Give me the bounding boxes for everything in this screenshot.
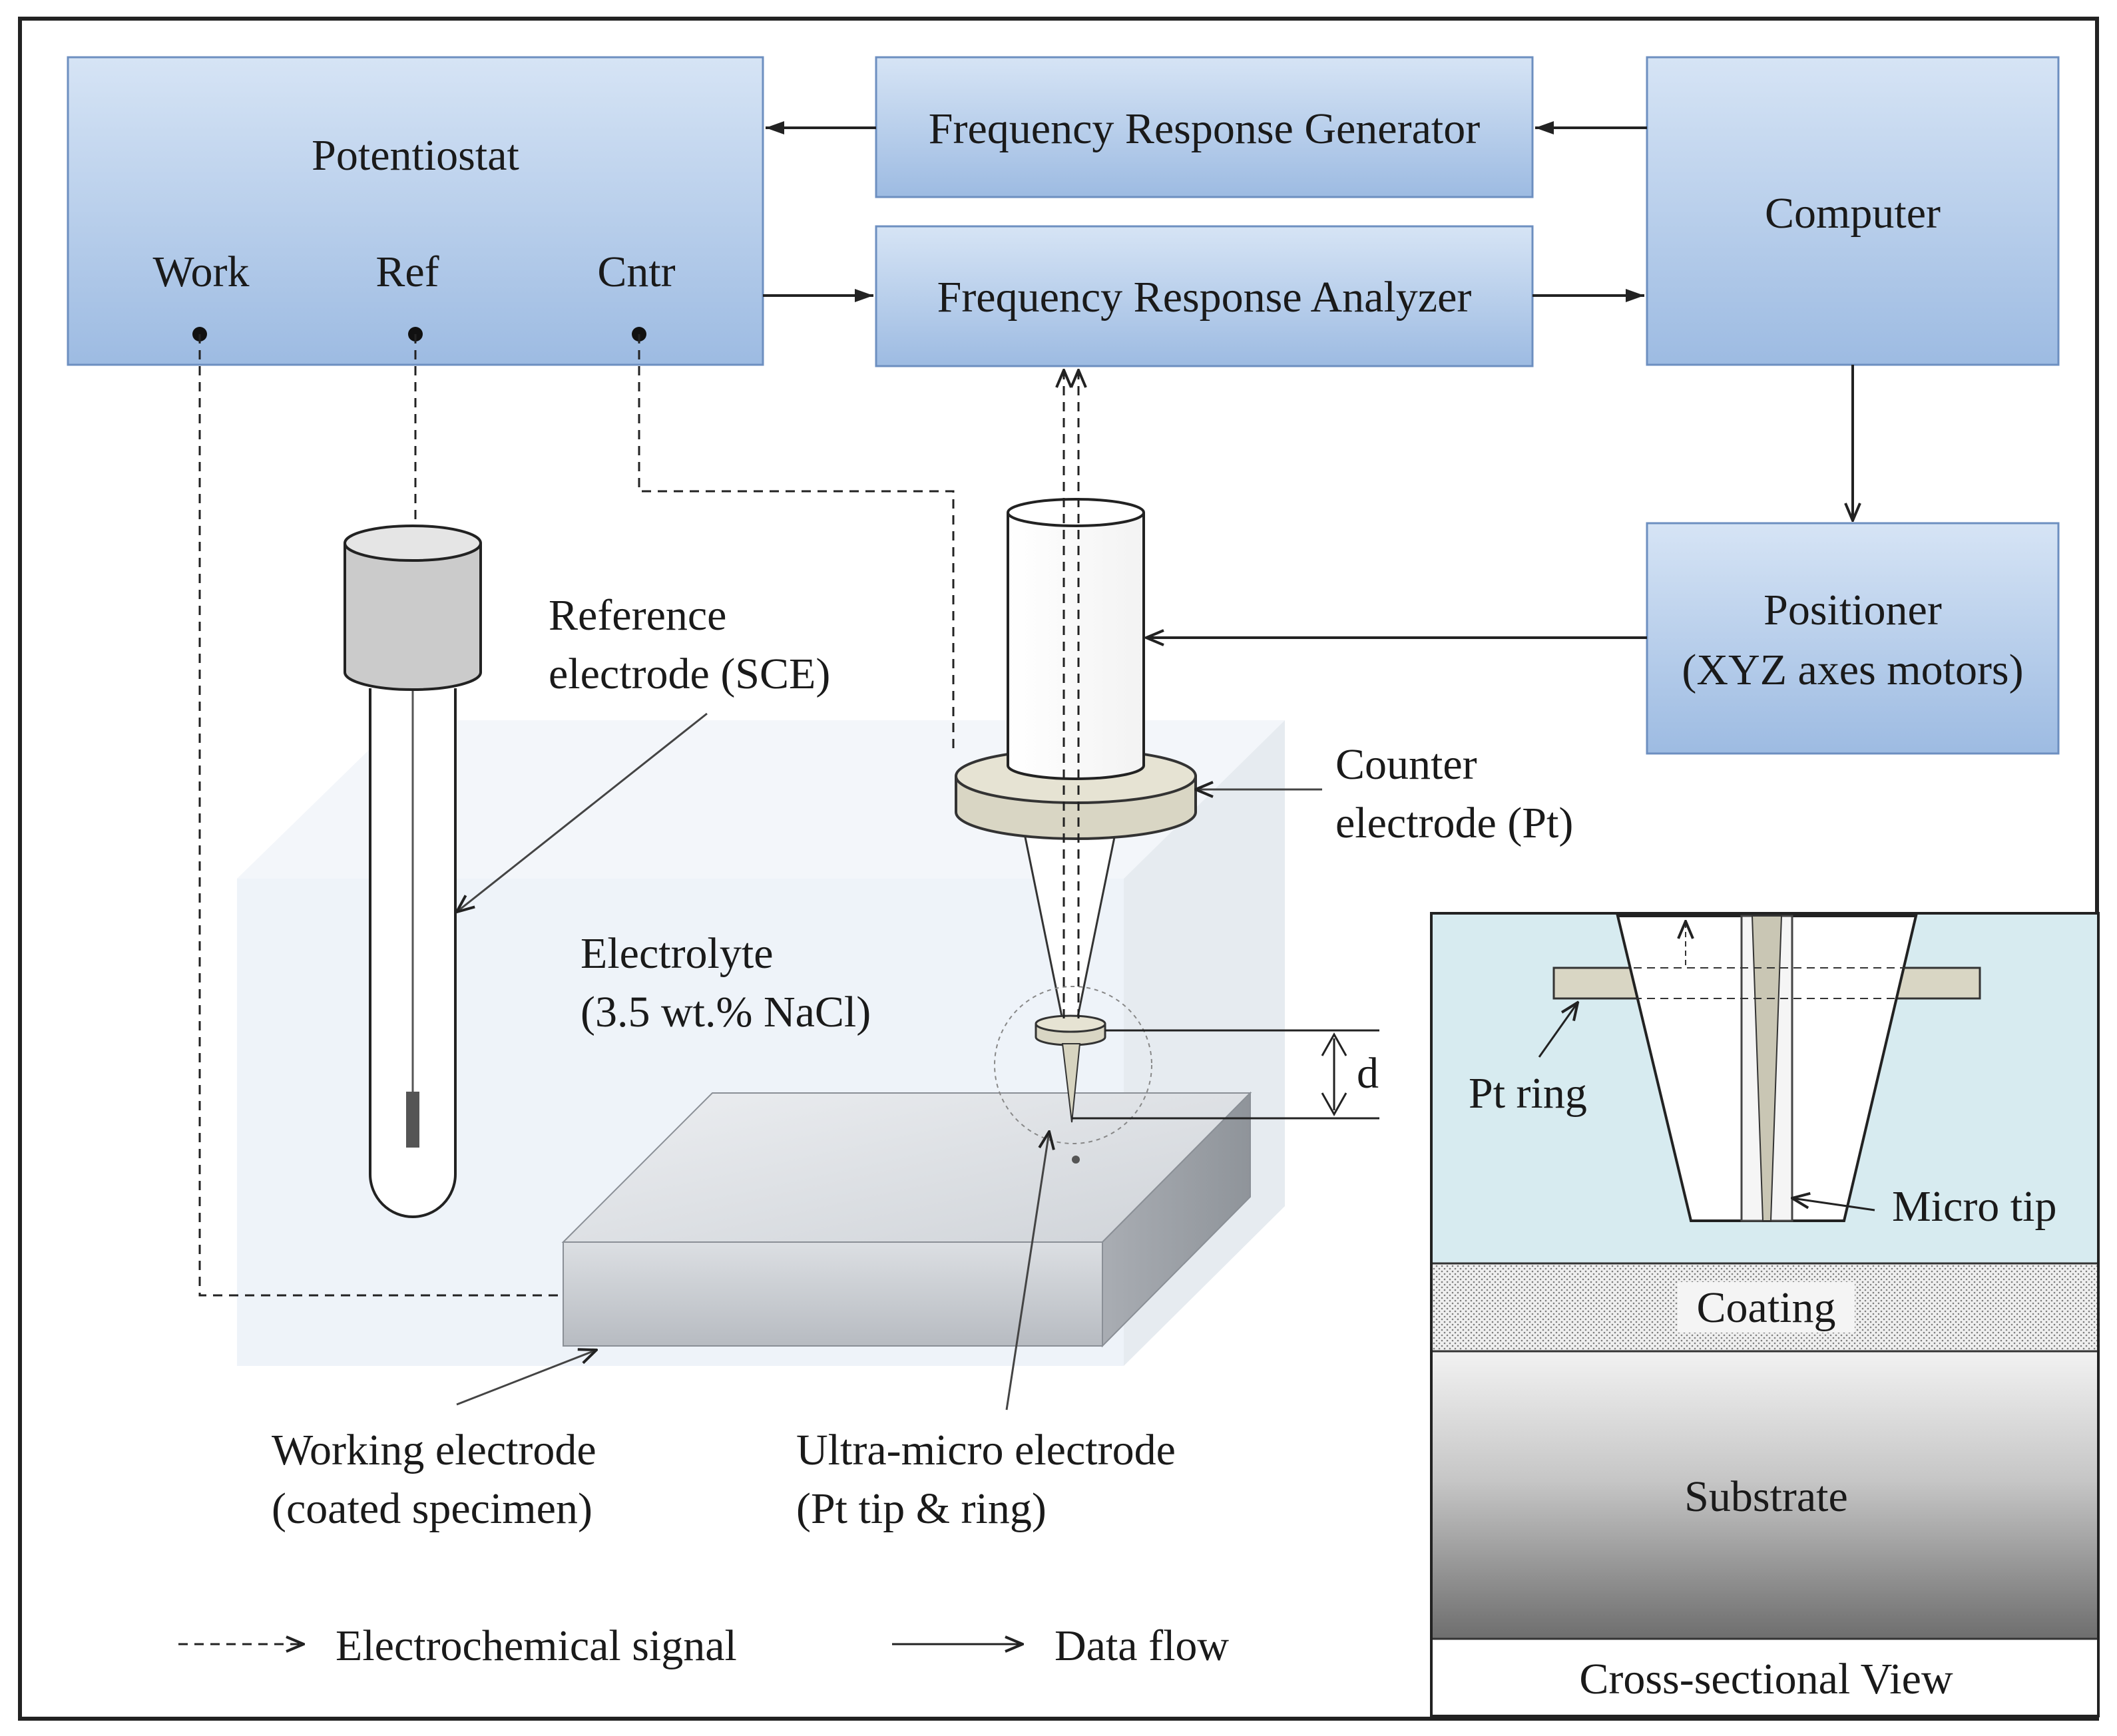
terminal-work-label: Work: [153, 248, 250, 296]
annotation-leaders: [456, 712, 1322, 1410]
legend-data-flow-label: Data flow: [1055, 1622, 1229, 1670]
work-signal-line: [198, 334, 563, 1297]
counter-electrode-label-line1: Counter: [1335, 740, 1477, 789]
inset-micro-tip-label: Micro tip: [1892, 1182, 2056, 1231]
inset-pt-ring-label: Pt ring: [1469, 1069, 1587, 1118]
reference-electrode-leader: [457, 712, 708, 912]
electrochemical-signal-lines: [198, 334, 1078, 1297]
inset-substrate-label: Substrate: [1684, 1472, 1848, 1521]
specimen-block: [561, 1091, 1252, 1348]
positioner-label-line2: (XYZ axes motors): [1682, 646, 2023, 694]
inset-coating-label: Coating: [1697, 1283, 1836, 1332]
reference-electrode-cap: [344, 525, 482, 562]
data-flow-arrows: [763, 121, 1853, 638]
positioner-label-line1: Positioner: [1764, 586, 1942, 634]
generator-label: Frequency Response Generator: [929, 105, 1480, 153]
working-electrode-label-line2: (coated specimen): [272, 1484, 592, 1533]
probe-holder-cylinder: [1007, 513, 1145, 780]
ultra-micro-electrode-label-line2: (Pt tip & ring): [796, 1484, 1047, 1533]
terminal-cntr-label: Cntr: [597, 248, 675, 296]
legend-electrochemical-signal-label: Electrochemical signal: [336, 1622, 737, 1670]
frequency-response-generator-block: Frequency Response Generator: [875, 56, 1534, 198]
positioner-block: Positioner (XYZ axes motors): [1646, 522, 2060, 755]
analyzer-label: Frequency Response Analyzer: [937, 273, 1472, 322]
substrate-layer: [1431, 1351, 2098, 1639]
ultra-micro-electrode-label-line1: Ultra-micro electrode: [796, 1426, 1176, 1474]
reference-electrode-label-line2: electrode (SCE): [549, 650, 830, 698]
electrolyte-label-line1: Electrolyte: [581, 929, 774, 978]
working-electrode-leader: [456, 1350, 596, 1406]
tip-highlight-circle: [994, 986, 1152, 1144]
probe-assembly: [955, 498, 1197, 1164]
reference-electrode: [344, 525, 482, 1218]
potentiostat-title: Potentiostat: [312, 131, 519, 180]
inset-micro-tip: [1751, 915, 1783, 1221]
legend: Electrochemical signal Data flow: [178, 1622, 1229, 1670]
working-electrode-label-line1: Working electrode: [272, 1426, 596, 1474]
computer-block: Computer: [1646, 56, 2060, 366]
frequency-response-analyzer-block: Frequency Response Analyzer: [875, 225, 1534, 367]
reference-electrode-label-line1: Reference: [549, 591, 726, 640]
counter-electrode-label-line2: electrode (Pt): [1335, 799, 1573, 847]
cross-section-inset: Pt ring Micro tip Coating Substrate Cros…: [1430, 912, 2100, 1717]
sce-element: [406, 1092, 419, 1148]
micro-tip: [1061, 1043, 1081, 1123]
distance-label: d: [1357, 1049, 1379, 1098]
ultra-micro-electrode-leader: [1005, 1132, 1049, 1410]
potentiostat-block: Potentiostat Work Ref Cntr: [67, 56, 764, 366]
terminal-ref-label: Ref: [375, 248, 439, 296]
distance-indicator: d: [1072, 1029, 1379, 1120]
inset-caption: Cross-sectional View: [1579, 1655, 1953, 1703]
computer-label: Computer: [1765, 189, 1941, 238]
electrolyte-label-line2: (3.5 wt.% NaCl): [581, 988, 871, 1036]
